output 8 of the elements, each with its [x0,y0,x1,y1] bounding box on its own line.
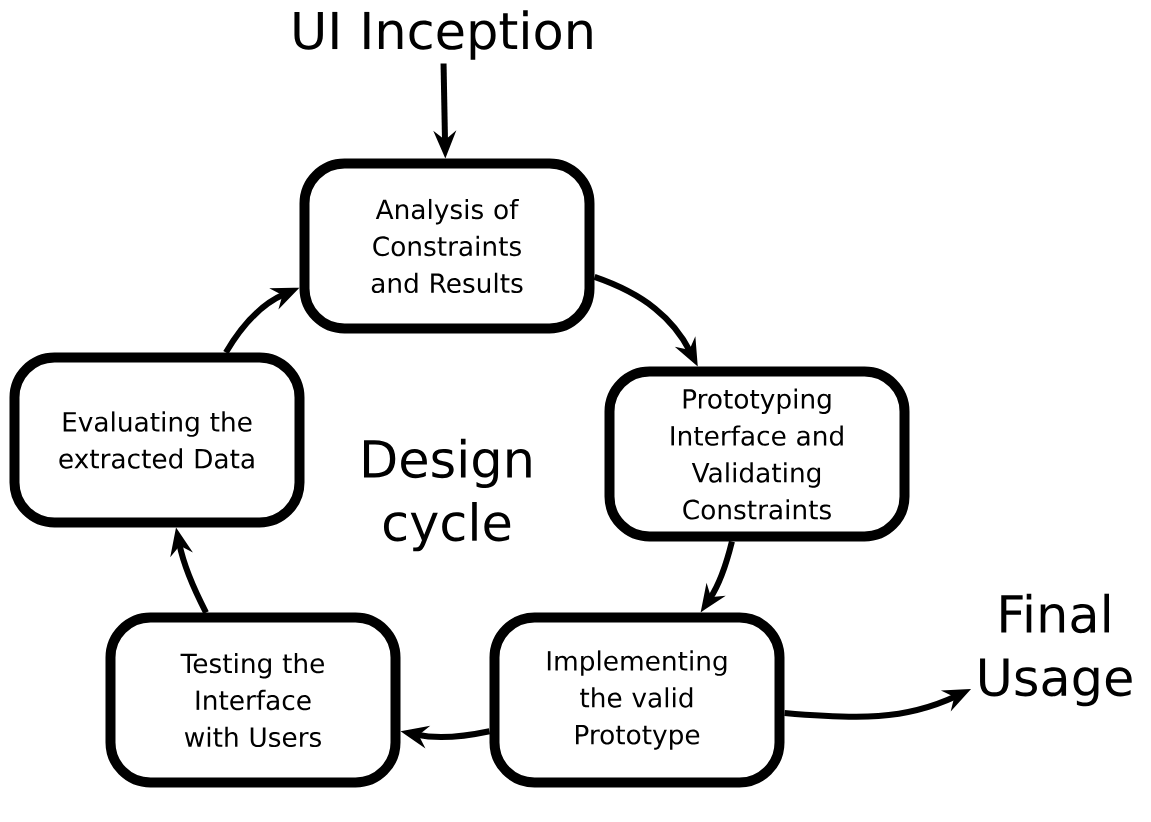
center-label: Design cycle [364,438,531,552]
process-box: Testing the Interface with Users [105,612,401,788]
process-box: Analysis of Constraints and Results [299,158,595,334]
process-box: Implementing the valid Prototype [489,612,785,788]
process-box: Prototyping Interface and Validating Constraints [604,366,910,542]
stage-label: UI Inception [294,10,592,60]
stage-label: Final Usage [980,593,1132,707]
process-box: Evaluating the extracted Data [9,352,305,528]
